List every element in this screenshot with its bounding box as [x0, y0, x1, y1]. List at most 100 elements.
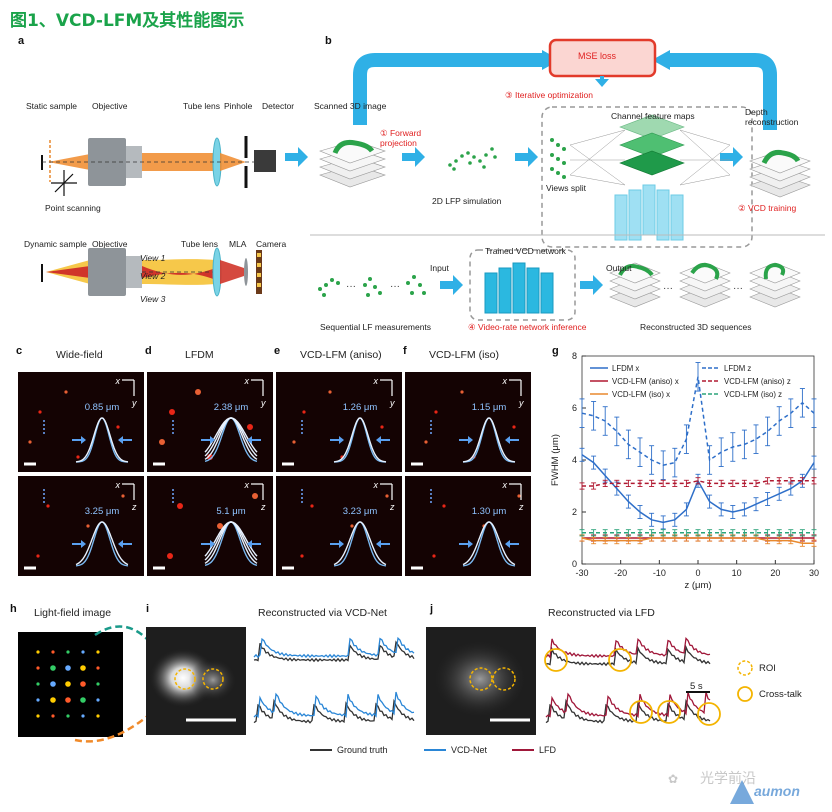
training-network-blocks	[614, 184, 684, 241]
figure-title: 图1、VCD-LFM及其性能图示	[10, 11, 245, 31]
logo: aumon	[730, 780, 800, 804]
svg-text:aumon: aumon	[754, 783, 800, 799]
axis-label-z: z	[131, 502, 137, 512]
input-label: Input	[430, 263, 449, 273]
label-detector: Detector	[262, 101, 295, 111]
trace-line	[545, 691, 711, 719]
trained-network-blocks	[484, 262, 554, 314]
depth-reconstruction-label: Depth reconstruction	[745, 107, 799, 127]
panel-c-title: Wide-field	[56, 349, 103, 361]
legend-entry: VCD-LFM (iso) x	[612, 390, 670, 399]
lf-spot	[50, 681, 56, 687]
panel-d-letter: d	[145, 345, 152, 357]
x-tick-label: -20	[614, 568, 627, 578]
x-tick-label: -30	[575, 568, 588, 578]
series-lfdm-z	[579, 362, 817, 480]
lf-spot	[80, 665, 86, 671]
light-field-dots	[36, 650, 100, 718]
svg-text:···: ···	[733, 283, 743, 294]
lf-spot	[81, 714, 85, 718]
lf-spot	[36, 698, 40, 702]
legend-entry: VCD-LFM (aniso) z	[724, 377, 791, 386]
output-label: Output	[606, 263, 632, 273]
roi-legend-label: ROI	[759, 663, 776, 674]
fwhm-value-lateral: 0.85 μm	[85, 402, 120, 413]
label-tube-lens-bottom: Tube lens	[181, 239, 219, 249]
fwhm-value-axial: 3.25 μm	[85, 506, 120, 517]
legend-vcd-net: VCD-Net	[451, 745, 488, 755]
trace-line	[253, 640, 415, 663]
panel-j-letter: j	[430, 603, 434, 615]
y-tick-label: 4	[572, 455, 577, 465]
axis-label-x: x	[373, 480, 379, 490]
axis-label-x: x	[373, 376, 379, 386]
series-line	[582, 480, 814, 487]
trace-line	[253, 691, 415, 719]
time-scalebar-label: 5 s	[690, 681, 703, 692]
axis-label-x: x	[502, 480, 508, 490]
legend-entry: LFDM z	[724, 364, 751, 373]
trace-line	[545, 698, 711, 724]
label-view1: View 1	[140, 253, 166, 263]
lf-spot	[96, 698, 100, 702]
series-vcd-lfm-iso-x	[579, 534, 817, 547]
lf-spot	[66, 714, 70, 718]
lf-spot	[66, 650, 70, 654]
trace-line	[253, 636, 415, 659]
axis-label-z: z	[260, 502, 266, 512]
panel-j-title: Reconstructed via LFD	[548, 607, 655, 619]
axis-label-x: x	[502, 376, 508, 386]
panel-f-title: VCD-LFM (iso)	[429, 349, 499, 361]
axis-label-x: x	[244, 376, 250, 386]
lf-spot	[51, 714, 55, 718]
panel-d-title: LFDM	[185, 349, 214, 361]
x-tick-label: 10	[732, 568, 742, 578]
panel-h-title: Light-field image	[34, 607, 112, 619]
label-objective-top: Objective	[92, 101, 128, 111]
x-axis-label: z (μm)	[684, 580, 711, 591]
lf-spot	[65, 665, 71, 671]
video-rate-label: ④ Video-rate network inference	[468, 322, 587, 332]
channel-feature-maps-label: Channel feature maps	[611, 111, 695, 121]
y-tick-label: 6	[572, 403, 577, 413]
lf-spot	[36, 714, 40, 718]
views-split-label: Views split	[546, 183, 586, 193]
optical-setup-diagram	[41, 136, 276, 297]
fwhm-value-lateral: 1.15 μm	[472, 402, 507, 413]
series-vcd-lfm-iso-z	[579, 529, 817, 537]
axis-label-x: x	[115, 376, 121, 386]
reconstructed-stacks	[609, 262, 801, 308]
iterative-optimization-label: ③ Iterative optimization	[505, 90, 593, 100]
legend-ground-truth: Ground truth	[337, 745, 388, 755]
label-camera: Camera	[256, 239, 287, 249]
label-point-scanning: Point scanning	[45, 203, 101, 213]
x-tick-label: 0	[695, 568, 700, 578]
y-tick-label: 0	[572, 559, 577, 569]
y-tick-label: 2	[572, 507, 577, 517]
lf-spot	[96, 650, 100, 654]
axis-label-x: x	[244, 480, 250, 490]
trained-network-label: Trained VCD network	[485, 246, 566, 256]
legend-entry: VCD-LFM (iso) z	[724, 390, 782, 399]
axis-label-z: z	[518, 502, 524, 512]
legend-entry: VCD-LFM (aniso) x	[612, 377, 679, 386]
y-tick-label: 8	[572, 351, 577, 361]
fwhm-value-axial: 3.23 μm	[343, 506, 378, 517]
fwhm-value-axial: 1.30 μm	[472, 506, 507, 517]
x-tick-label: 30	[809, 568, 819, 578]
legend-lfd: LFD	[539, 745, 557, 755]
reconstructed-3d-label: Reconstructed 3D sequences	[640, 322, 752, 332]
x-tick-label: 20	[770, 568, 780, 578]
series-lfdm-x	[579, 447, 817, 530]
vcd-pipeline-diagram: ··· ··· ··· ···	[285, 38, 825, 321]
lf-spot	[51, 650, 55, 654]
label-mla: MLA	[229, 239, 247, 249]
axis-label-y: y	[260, 398, 266, 408]
lf-spot	[96, 666, 100, 670]
panel-e-title: VCD-LFM (aniso)	[300, 349, 382, 361]
